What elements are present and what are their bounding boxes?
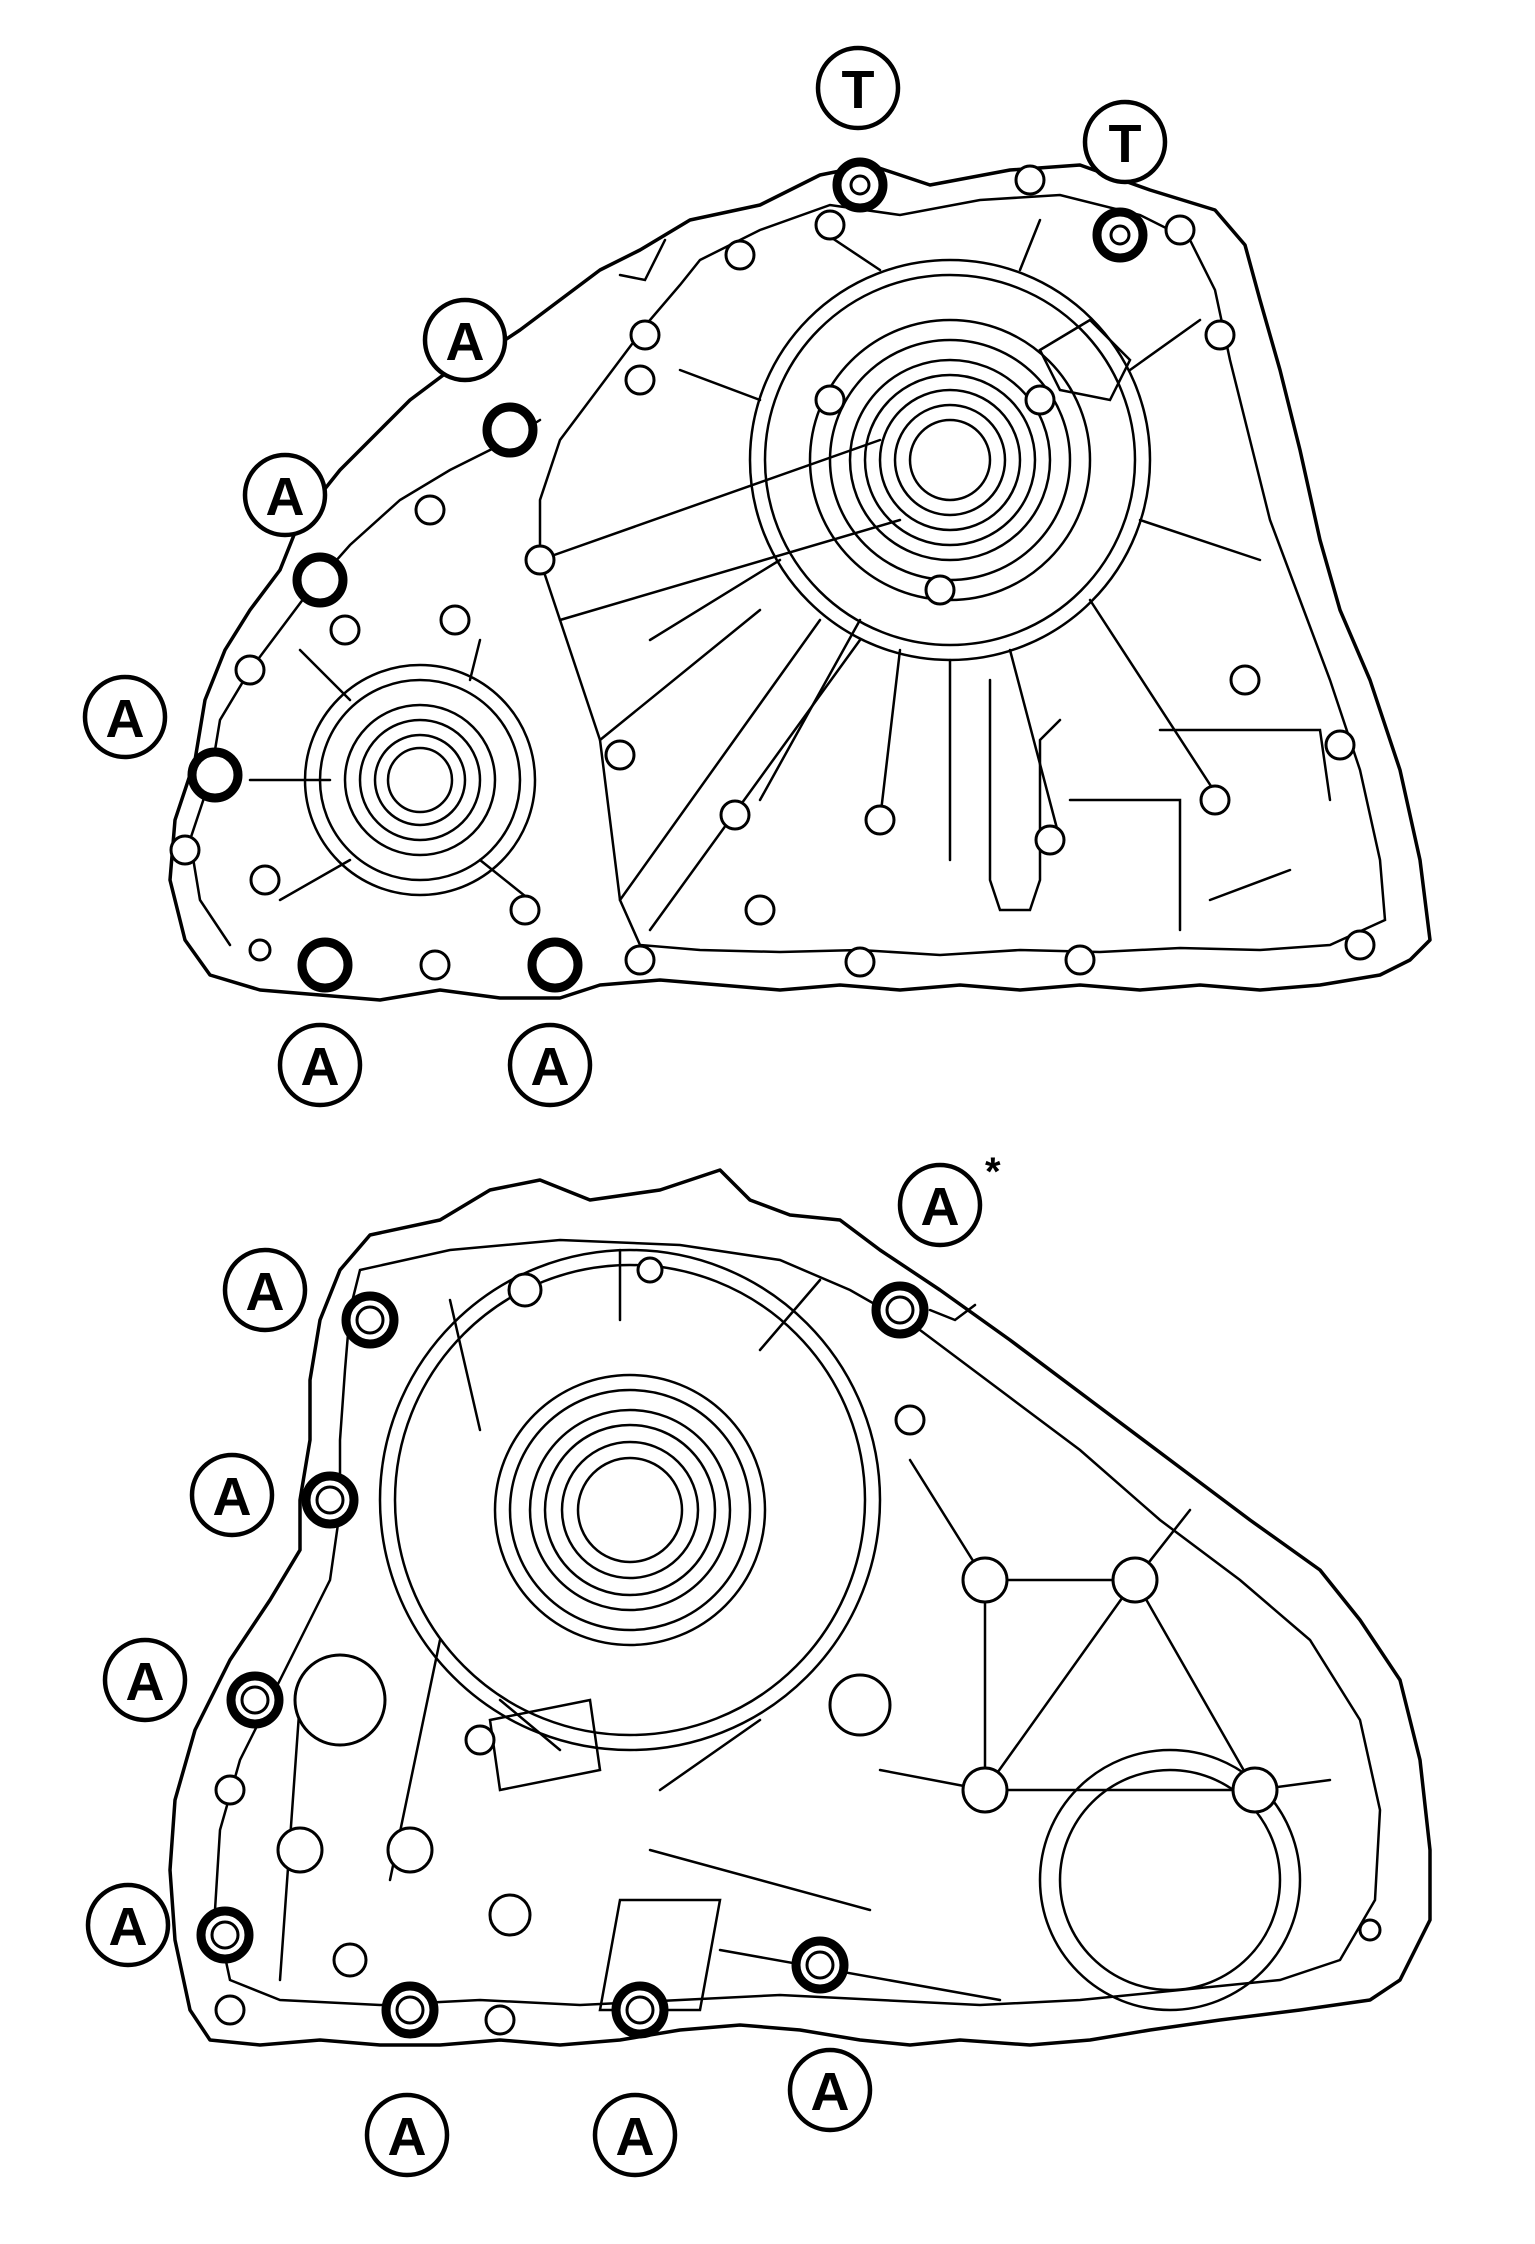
callout-upper-A3: A [82,674,168,760]
lower-ribs [278,1248,1332,2002]
svg-text:A: A [213,1467,252,1527]
svg-text:A: A [446,312,485,372]
upper-secondary-bore [303,663,537,897]
upper-baffle [988,678,1332,932]
lower-shift-boss [488,1698,722,2012]
upper-case-view: T T A A A A A [82,45,1432,1108]
upper-case-outline [168,163,1432,1002]
svg-text:A: A [109,1897,148,1957]
callout-upper-A2: A [242,452,328,538]
lower-case-view: A * A A A A A A A [85,1150,1432,2178]
callout-upper-T1: T [815,45,901,131]
upper-gasket-line [538,193,1387,957]
lower-inner-outline [213,1238,1382,2007]
callout-upper-A5: A [507,1022,593,1108]
callout-lower-A3: A [102,1637,188,1723]
callout-lower-A5: A [364,2092,450,2178]
svg-text:A: A [266,467,305,527]
callout-lower-A1: A [222,1247,308,1333]
svg-text:A: A [301,1037,340,1097]
lower-holes [214,1256,1382,2036]
svg-text:T: T [1109,114,1142,174]
callout-lower-A4: A [85,1882,171,1968]
svg-text:A: A [126,1652,165,1712]
callout-lower-A2: A [189,1452,275,1538]
callout-lower-A7: A [787,2047,873,2133]
upper-marked-bolts [187,157,1148,993]
callout-lower-A6: A [592,2092,678,2178]
callout-upper-A1: A [422,297,508,383]
lower-marked-bolts [196,1281,929,2039]
asterisk-note: * [985,1150,1001,1194]
lower-case-outline [168,1168,1432,2047]
svg-text:A: A [811,2062,850,2122]
svg-text:A: A [388,2107,427,2167]
lower-main-bearing-bore [378,1248,882,1752]
svg-text:A: A [921,1177,960,1237]
upper-holes [169,164,1376,981]
upper-rib-diag [538,438,902,932]
upper-ribs [248,218,1262,902]
lower-notch [928,1303,977,1322]
callout-upper-A4: A [277,1022,363,1108]
upper-notch [618,238,667,282]
lower-right-bore [1058,1768,1282,1992]
callout-upper-T2: T [1082,99,1168,185]
svg-text:A: A [531,1037,570,1097]
callout-lower-A-asterisk: A * [897,1150,1001,1248]
svg-text:A: A [616,2107,655,2167]
svg-text:A: A [246,1262,285,1322]
svg-text:A: A [106,689,145,749]
upper-stud-boss [1038,318,1132,402]
svg-text:T: T [842,60,875,120]
